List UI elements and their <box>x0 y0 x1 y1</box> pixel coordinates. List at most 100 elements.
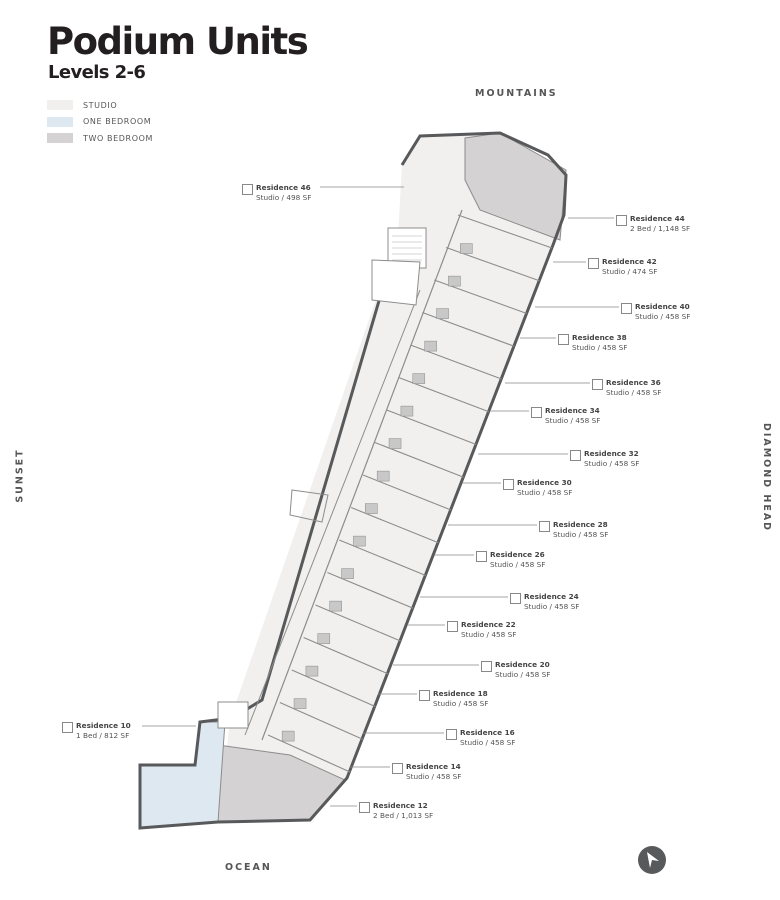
residence-info: 2 Bed / 1,013 SF <box>373 811 434 820</box>
stair-core-south <box>217 701 249 729</box>
residence-name: Residence 16 <box>460 728 515 737</box>
residence-name: Residence 22 <box>461 620 516 629</box>
stair-treads <box>392 235 422 261</box>
residence-name: Residence 42 <box>602 257 657 266</box>
unit-checkbox[interactable] <box>242 184 253 195</box>
residence-name: Residence 10 <box>76 721 131 730</box>
unit-checkbox[interactable] <box>616 215 627 226</box>
building-slab <box>218 133 566 822</box>
unit-checkbox[interactable] <box>446 729 457 740</box>
balcony <box>289 489 329 523</box>
unit-checkbox[interactable] <box>588 258 599 269</box>
bath-fixture <box>412 373 426 384</box>
residence-name: Residence 38 <box>572 333 627 342</box>
bath-fixture <box>376 470 390 482</box>
residence-name: Residence 24 <box>524 592 579 601</box>
residence-name: Residence 28 <box>553 520 608 529</box>
direction-mountains: MOUNTAINS <box>475 88 558 99</box>
bath-fixture <box>424 340 437 352</box>
unit-checkbox[interactable] <box>570 450 581 461</box>
demising-wall <box>279 701 363 740</box>
residence-info: Studio / 458 SF <box>517 488 573 497</box>
unit-checkbox[interactable] <box>62 722 73 733</box>
unit-checkbox[interactable] <box>592 379 603 390</box>
residence-info: Studio / 458 SF <box>406 772 462 781</box>
residence-info: Studio / 458 SF <box>553 530 609 539</box>
residence-name: Residence 14 <box>406 762 461 771</box>
legend-label: ONE BEDROOM <box>83 117 152 126</box>
legend-swatch-two-bedroom <box>47 133 73 143</box>
bath-fixture <box>400 405 414 417</box>
residence-name: Residence 40 <box>635 302 690 311</box>
bath-fixture <box>388 438 402 449</box>
residence-name: Residence 20 <box>495 660 550 669</box>
legend: STUDIO ONE BEDROOM TWO BEDROOM <box>47 97 153 147</box>
service-area <box>371 259 421 306</box>
legend-item-one-bedroom: ONE BEDROOM <box>47 114 153 130</box>
demising-wall <box>457 214 553 249</box>
direction-ocean: OCEAN <box>225 862 272 873</box>
residence-name: Residence 32 <box>584 449 639 458</box>
unit-checkbox[interactable] <box>359 802 370 813</box>
legend-label: STUDIO <box>83 100 118 110</box>
legend-item-two-bedroom: TWO BEDROOM <box>47 130 153 146</box>
unit-checkbox[interactable] <box>510 593 521 604</box>
bath-fixture <box>305 665 319 677</box>
residence-info: Studio / 458 SF <box>461 630 517 639</box>
residence-info: Studio / 458 SF <box>545 416 601 425</box>
page-title: Podium Units <box>47 20 309 63</box>
page-subtitle: Levels 2-6 <box>48 62 146 83</box>
residence-name: Residence 46 <box>256 183 311 192</box>
unit-checkbox[interactable] <box>481 661 492 672</box>
bath-fixture <box>448 275 461 287</box>
residence-info: 2 Bed / 1,148 SF <box>630 224 691 233</box>
legend-item-studio: STUDIO <box>47 97 153 113</box>
unit-checkbox[interactable] <box>447 621 458 632</box>
unit-checkbox[interactable] <box>476 551 487 562</box>
unit-checkbox[interactable] <box>531 407 542 418</box>
bath-fixture <box>341 568 354 579</box>
residence-name: Residence 44 <box>630 214 685 223</box>
residence-info: 1 Bed / 812 SF <box>76 731 130 740</box>
residence-info: Studio / 458 SF <box>606 388 662 397</box>
bath-fixture <box>317 633 331 644</box>
unit-checkbox[interactable] <box>621 303 632 314</box>
bath-fixture <box>436 308 449 319</box>
legend-swatch-one-bedroom <box>47 116 73 127</box>
unit-checkbox[interactable] <box>503 479 514 490</box>
bath-fixture <box>353 535 366 547</box>
legend-label: TWO BEDROOM <box>83 133 153 143</box>
unit-checkbox[interactable] <box>419 690 430 701</box>
unit-checkbox[interactable] <box>392 763 403 774</box>
bath-fixture <box>365 503 378 514</box>
residence-name: Residence 34 <box>545 406 600 415</box>
unit-checkbox[interactable] <box>539 521 550 532</box>
residence-info: Studio / 458 SF <box>495 670 551 679</box>
residence-info: Studio / 474 SF <box>602 267 658 276</box>
residence-name: Residence 36 <box>606 378 661 387</box>
residence-name: Residence 26 <box>490 550 545 559</box>
demising-wall <box>267 734 351 773</box>
residence-name: Residence 30 <box>517 478 572 487</box>
unit-checkbox[interactable] <box>558 334 569 345</box>
